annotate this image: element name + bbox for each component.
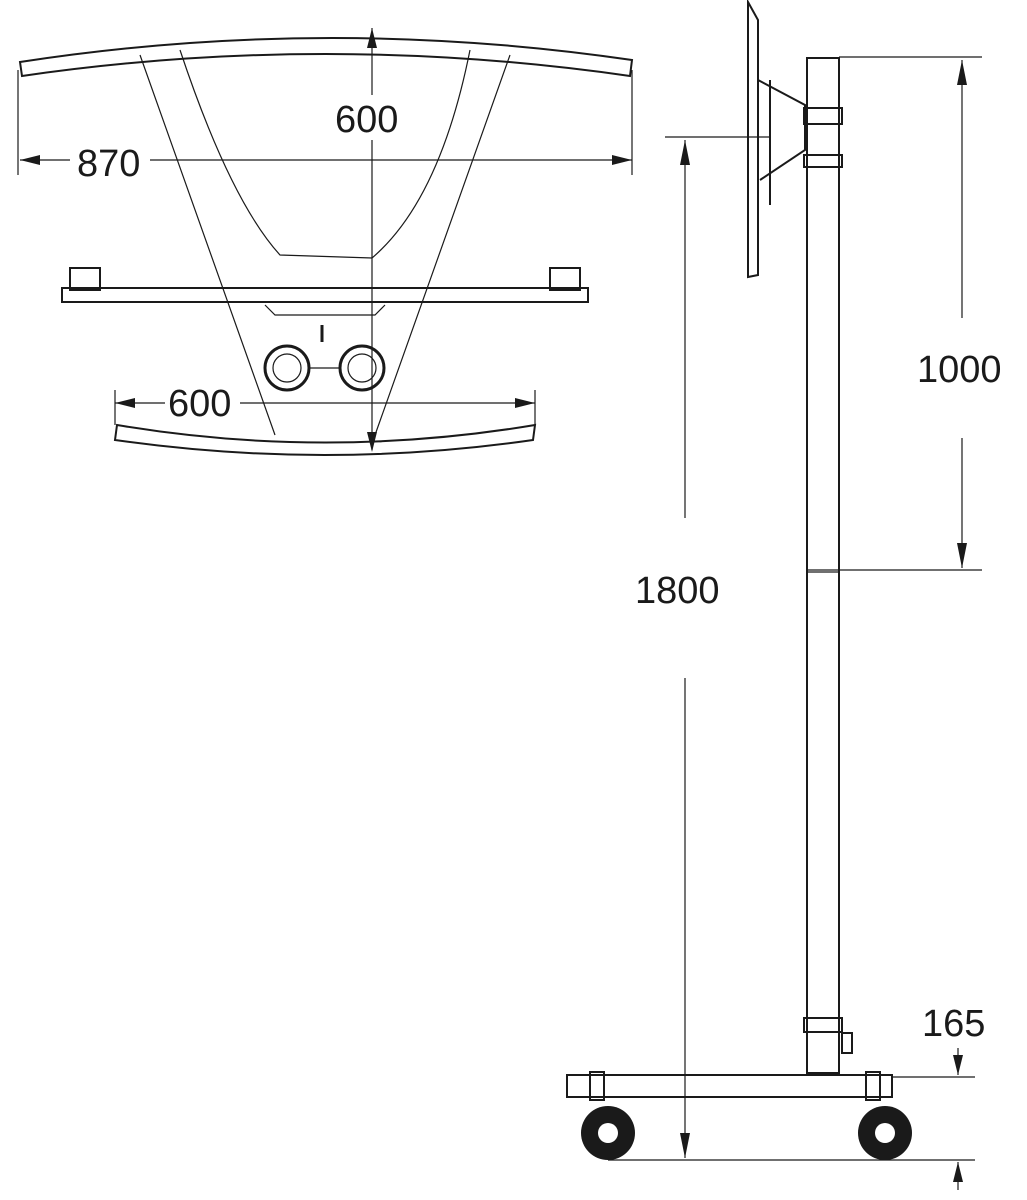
dim-pole-section: 1000 xyxy=(917,349,1002,391)
screen-panel xyxy=(747,0,759,279)
caster-top-left xyxy=(263,344,311,392)
tilt-bracket xyxy=(757,79,806,205)
pole-collar-lower xyxy=(803,154,843,168)
mount-clip-left xyxy=(69,267,101,291)
caster-top-right xyxy=(338,344,386,392)
base-frame xyxy=(566,1074,893,1098)
dim-total-height: 1800 xyxy=(635,570,720,612)
caster-mount-right xyxy=(865,1071,881,1101)
dim-top-depth: 600 xyxy=(335,99,398,141)
base-bar xyxy=(113,423,537,456)
mount-plate xyxy=(61,287,589,303)
pole xyxy=(806,57,840,1074)
top-view: 870 600 600 xyxy=(17,28,634,456)
pole-collar-base xyxy=(803,1017,843,1033)
dim-top-width: 870 xyxy=(77,143,140,185)
bracket xyxy=(264,304,386,316)
dim-base-width: 600 xyxy=(168,383,231,425)
frame-inner-cutout xyxy=(179,49,471,259)
top-front-bar xyxy=(18,36,634,78)
pole-collar-upper xyxy=(803,107,843,125)
mount-clip-right xyxy=(549,267,581,291)
frame-outer-lines xyxy=(139,54,511,436)
caster-mount-left xyxy=(589,1071,605,1101)
dim-base-height: 165 xyxy=(922,1003,985,1045)
pole-knob xyxy=(841,1032,853,1054)
side-view: 1800 1000 165 xyxy=(566,0,1002,1190)
